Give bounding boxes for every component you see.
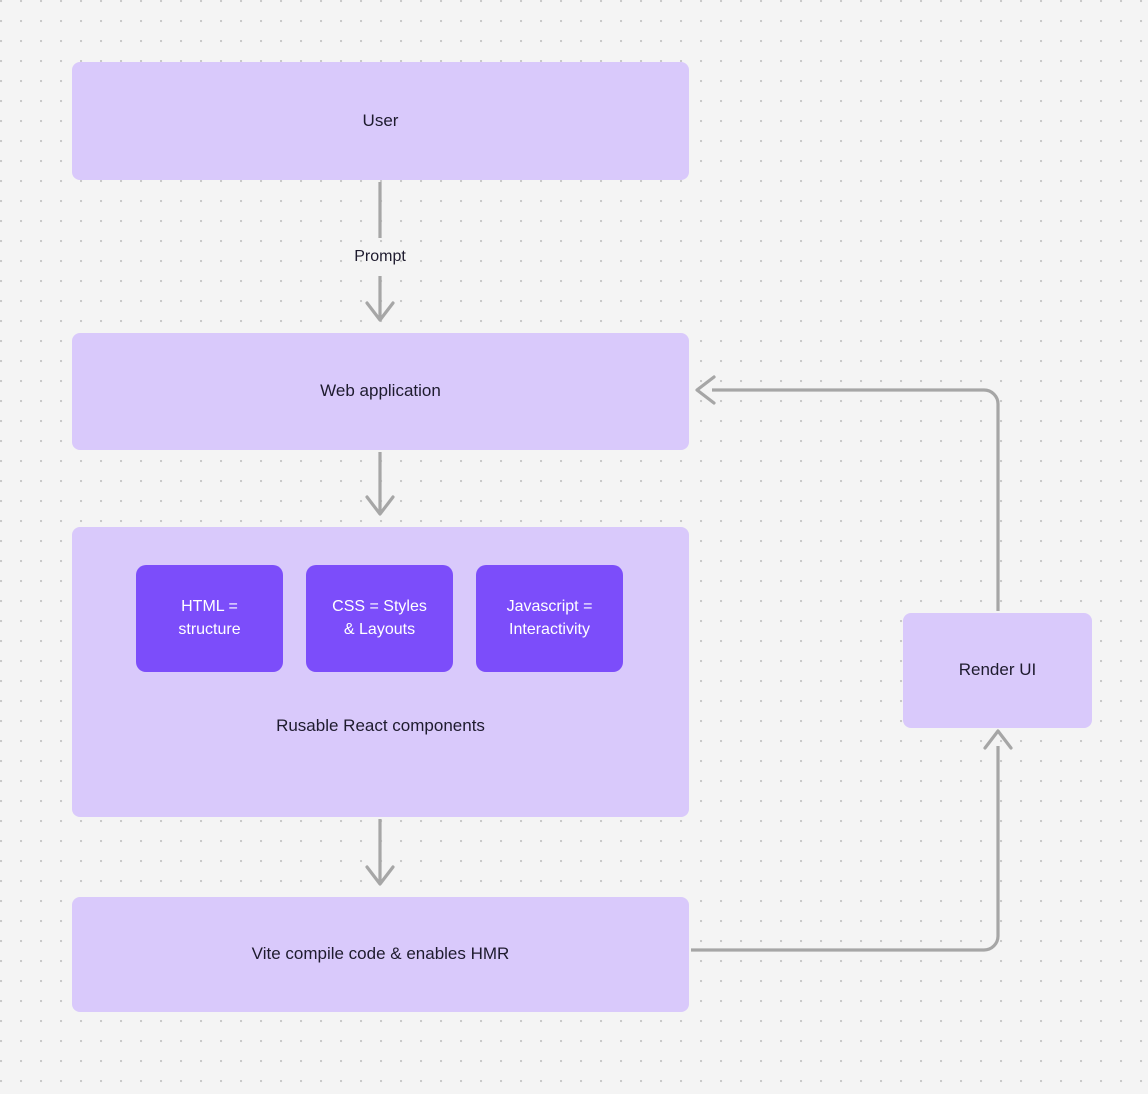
node-css[interactable]: CSS = Styles & Layouts — [306, 565, 453, 672]
edge-label-prompt: Prompt — [354, 248, 406, 265]
node-web-application[interactable]: Web application — [72, 333, 689, 450]
edge-webapp-to-components — [365, 452, 395, 516]
node-render-ui-label: Render UI — [958, 660, 1037, 680]
node-html[interactable]: HTML = structure — [136, 565, 283, 672]
node-css-label: CSS = Styles & Layouts — [332, 598, 427, 638]
node-web-application-label: Web application — [320, 381, 441, 401]
node-user[interactable]: User — [72, 62, 689, 180]
edge-vite-to-render-ui — [691, 729, 1013, 952]
node-render-ui[interactable]: Render UI — [903, 613, 1092, 728]
node-javascript[interactable]: Javascript = Interactivity — [476, 565, 623, 672]
edge-components-to-vite — [365, 819, 395, 886]
node-javascript-label: Javascript = Interactivity — [506, 598, 593, 638]
node-html-label: HTML = structure — [178, 598, 241, 638]
node-vite-label: Vite compile code & enables HMR — [251, 944, 510, 964]
node-reusable-react-components-container[interactable]: HTML = structure CSS = Styles & Layouts … — [72, 527, 689, 817]
node-user-label: User — [362, 110, 399, 130]
node-components-caption: Rusable React components — [276, 716, 485, 735]
node-vite[interactable]: Vite compile code & enables HMR — [72, 897, 689, 1012]
edge-render-ui-to-webapp — [695, 375, 1000, 611]
